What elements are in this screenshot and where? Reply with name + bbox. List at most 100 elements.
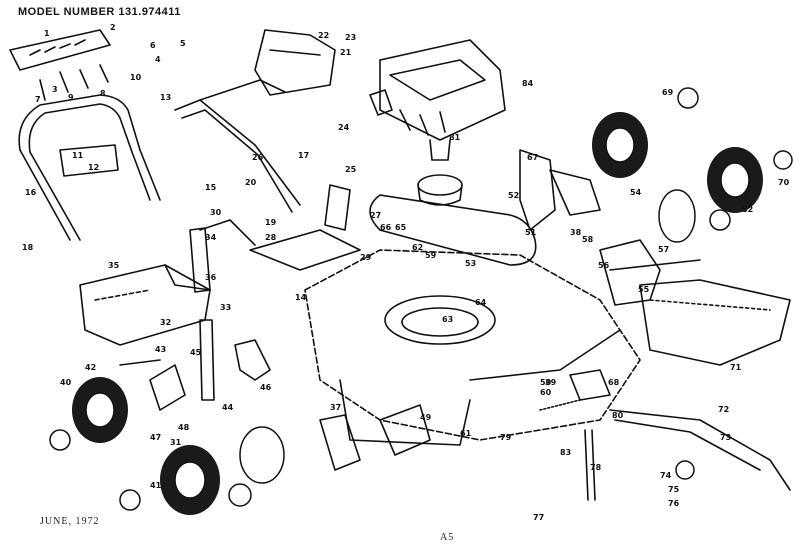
callout-74: 74 (660, 471, 672, 480)
revision-date: JUNE, 1972 (40, 516, 100, 527)
drive-belt (369, 174, 537, 266)
callout-29: 29 (360, 253, 372, 262)
callout-25: 25 (345, 165, 357, 174)
hubcaps (49, 87, 793, 511)
callout-7: 7 (35, 95, 41, 104)
callout-41: 41 (150, 481, 162, 490)
callout-66: 66 (380, 223, 392, 232)
callout-21: 21 (340, 48, 352, 57)
callout-80: 80 (612, 411, 624, 420)
mower-deck (304, 249, 641, 446)
callout-38: 38 (570, 228, 582, 237)
callout-59: 59 (425, 251, 437, 260)
callout-34: 34 (205, 233, 217, 242)
callout-73: 73 (720, 433, 731, 442)
callout-5: 5 (180, 39, 186, 48)
callout-19: 19 (265, 218, 277, 227)
callout-83: 83 (560, 448, 571, 457)
grass-catcher (79, 264, 211, 346)
callout-16: 16 (25, 188, 37, 197)
callout-42: 42 (85, 363, 96, 372)
page-number: A5 (440, 532, 455, 543)
wheel-left (160, 445, 220, 515)
callout-58: 58 (582, 235, 594, 244)
callout-32: 32 (160, 318, 171, 327)
wheels (49, 87, 793, 515)
engine (369, 39, 506, 161)
callout-46: 46 (260, 383, 272, 392)
callout-57: 57 (658, 245, 669, 254)
callout-35: 35 (108, 261, 120, 270)
callout-1: 1 (44, 29, 50, 38)
callout-48: 48 (178, 423, 190, 432)
callout-22: 22 (318, 31, 329, 40)
callout-56: 56 (598, 261, 610, 270)
callout-40: 40 (60, 378, 72, 387)
drive-linkage (249, 149, 701, 306)
callout-36: 36 (205, 273, 217, 282)
callout-84: 84 (522, 79, 534, 88)
callout-12: 12 (88, 163, 99, 172)
callout-76: 76 (668, 499, 680, 508)
callout-70: 70 (778, 178, 790, 187)
callout-9: 9 (68, 93, 74, 102)
drag-link (609, 409, 791, 491)
callout-17: 17 (298, 151, 309, 160)
callout-77: 77 (533, 513, 544, 522)
callout-75: 75 (668, 485, 680, 494)
callout-13: 13 (160, 93, 171, 102)
callout-82: 82 (742, 205, 753, 214)
callout-71: 71 (730, 363, 742, 372)
callout-8: 8 (100, 89, 106, 98)
callout-15: 15 (205, 183, 217, 192)
wheel-front-left (72, 377, 128, 443)
callout-79: 79 (500, 433, 512, 442)
callout-52: 52 (508, 191, 519, 200)
control-bracket (9, 29, 111, 101)
callout-47: 47 (150, 433, 161, 442)
callout-67: 67 (527, 153, 538, 162)
callout-62: 62 (412, 243, 423, 252)
callout-26: 26 (252, 153, 264, 162)
wheel-right (707, 147, 763, 213)
callout-81: 81 (449, 133, 461, 142)
callout-30: 30 (210, 208, 222, 217)
callout-43: 43 (155, 345, 166, 354)
callout-24: 24 (338, 123, 350, 132)
callout-45: 45 (190, 348, 202, 357)
callout-64: 64 (475, 298, 487, 307)
callout-63: 63 (442, 315, 453, 324)
callout-28: 28 (265, 233, 277, 242)
callout-33: 33 (220, 303, 231, 312)
lower-handle (18, 94, 161, 241)
callout-20: 20 (245, 178, 257, 187)
callout-23: 23 (345, 33, 356, 42)
callout-53: 53 (465, 259, 476, 268)
callout-39: 39 (545, 378, 557, 387)
callout-6: 6 (150, 41, 156, 50)
callout-51: 51 (525, 228, 537, 237)
callout-69: 69 (662, 88, 674, 97)
callout-3: 3 (52, 85, 58, 94)
hardware-parts (119, 29, 611, 501)
callout-27: 27 (370, 211, 381, 220)
callout-61: 61 (460, 429, 472, 438)
upper-handle (174, 79, 301, 246)
callout-60: 60 (540, 388, 552, 397)
callout-37: 37 (330, 403, 341, 412)
callout-4: 4 (155, 55, 161, 64)
callout-10: 10 (130, 73, 142, 82)
model-number-label: MODEL NUMBER 131.974411 (18, 6, 181, 18)
callout-2: 2 (110, 23, 116, 32)
wheel-rear-right (592, 112, 648, 178)
callout-78: 78 (590, 463, 602, 472)
rear-skirt (639, 279, 791, 366)
callout-31: 31 (170, 438, 182, 447)
callout-72: 72 (718, 405, 729, 414)
callout-65: 65 (395, 223, 407, 232)
callout-68: 68 (608, 378, 620, 387)
callout-50: 50 (540, 378, 552, 387)
